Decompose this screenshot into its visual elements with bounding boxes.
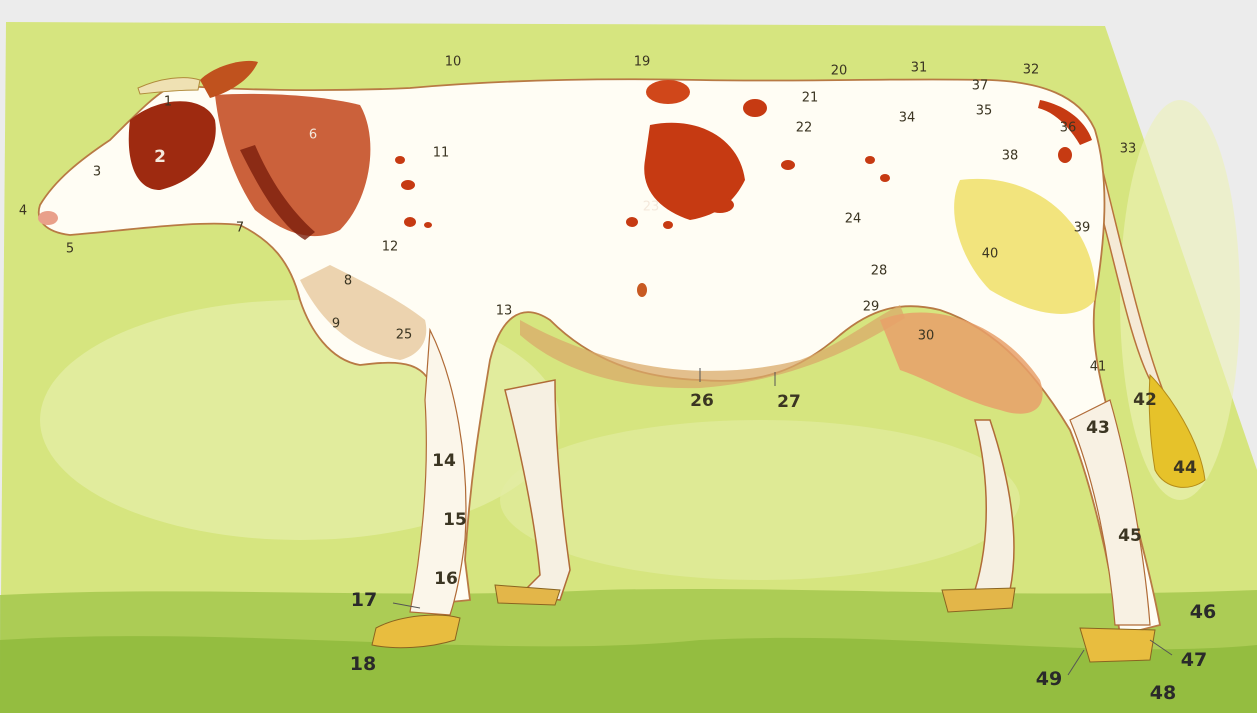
label-2: 2 [154,147,166,167]
spot [626,217,638,227]
label-22: 22 [796,121,813,136]
muzzle [38,211,58,225]
label-1: 1 [164,95,172,110]
label-24: 24 [845,212,862,227]
label-13: 13 [496,304,513,319]
spot [637,283,647,297]
label-11: 11 [433,146,450,161]
label-15: 15 [443,510,467,530]
label-19: 19 [634,55,651,70]
spot [404,217,416,227]
label-49: 49 [1036,668,1062,690]
label-36: 36 [1060,121,1077,136]
label-21: 21 [802,91,819,106]
spot [646,80,690,104]
label-42: 42 [1133,390,1157,410]
label-35: 35 [976,104,993,119]
label-28: 28 [871,264,888,279]
label-10: 10 [445,55,462,70]
wash-light [500,420,1020,580]
spot [865,156,875,164]
hind-hoof-near [1080,628,1155,662]
label-45: 45 [1118,526,1142,546]
label-46: 46 [1190,601,1216,623]
label-39: 39 [1074,221,1091,236]
label-7: 7 [236,221,244,236]
spot [880,174,890,182]
spot [706,197,734,213]
label-30: 30 [918,329,935,344]
label-9: 9 [332,317,340,332]
label-17: 17 [351,589,377,611]
label-12: 12 [382,240,399,255]
label-38: 38 [1002,149,1019,164]
spot [395,156,405,164]
label-5: 5 [66,242,74,257]
label-8: 8 [344,274,352,289]
label-6: 6 [309,128,317,143]
spot [1058,147,1072,163]
label-33: 33 [1120,142,1137,157]
label-41: 41 [1090,360,1107,375]
label-14: 14 [432,451,456,471]
label-37: 37 [972,79,989,94]
label-3: 3 [93,165,101,180]
label-4: 4 [19,204,27,219]
far-hoof-back [942,588,1015,612]
label-32: 32 [1023,63,1040,78]
label-27: 27 [777,392,801,412]
spot [401,180,415,190]
spot [743,99,767,117]
label-18: 18 [350,653,376,675]
label-48: 48 [1150,682,1176,704]
label-16: 16 [434,569,458,589]
label-26: 26 [690,391,714,411]
label-40: 40 [982,247,999,262]
spot [663,221,673,229]
label-31: 31 [911,61,928,76]
label-29: 29 [863,300,880,315]
spot [781,160,795,170]
label-34: 34 [899,111,916,126]
label-43: 43 [1086,418,1110,438]
label-20: 20 [831,64,848,79]
spot [424,222,432,228]
label-23: 23 [643,200,660,215]
label-25: 25 [396,328,413,343]
label-44: 44 [1173,458,1197,478]
label-47: 47 [1181,649,1207,671]
